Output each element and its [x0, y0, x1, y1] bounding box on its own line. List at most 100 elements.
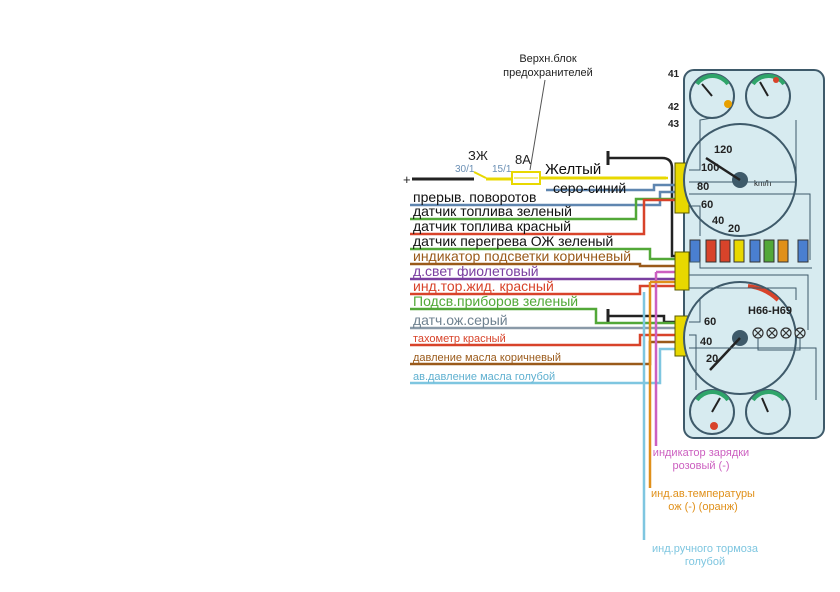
- tacho-tick-20: 20: [706, 353, 718, 365]
- wire-label-indicator-brown: индикатор подсветки коричневый: [413, 248, 631, 264]
- wire-label-turn: прерыв. поворотов: [413, 189, 536, 205]
- ground-wire-top: [608, 156, 676, 258]
- pin-label-41: 41: [668, 69, 680, 80]
- ground-wire-bottom: [608, 314, 676, 324]
- wire-grey-blue: [546, 183, 676, 192]
- tachometer-needle: [709, 337, 741, 371]
- tacho-tick-40: 40: [700, 336, 712, 348]
- wire-indicator-brown: [410, 262, 676, 268]
- lamp-blue-2: [749, 239, 761, 263]
- wire-label-tacho: тахометр красный: [413, 333, 506, 345]
- tachometer-redline: [747, 284, 780, 302]
- bulb-cross-1: [754, 329, 762, 337]
- ignition-switch-label: ЗЖ: [468, 148, 488, 163]
- wire-label-overheat: датчик перегрева ОЖ зеленый: [413, 233, 613, 249]
- temperature-gauge-needle: [711, 397, 721, 413]
- wire-label-fuel-green: датчик топлива зеленый: [413, 203, 572, 219]
- lamp-red-2: [719, 239, 731, 263]
- speed-tick-60: 60: [701, 199, 713, 211]
- lamp-blue-right: [797, 239, 809, 263]
- wire-label-coolant: датч.ож.серый: [413, 312, 508, 328]
- connector-middle: [674, 251, 690, 291]
- speed-tick-20: 20: [728, 223, 740, 235]
- charge-indicator-label-line2: розовый (-): [672, 460, 729, 472]
- pin-label-42: 42: [668, 102, 680, 113]
- wire-fuel-red: [410, 198, 676, 236]
- oil-gauge-scale: [751, 73, 786, 86]
- lamp-yellow: [733, 239, 745, 263]
- fuse-block-title-line1: Верхн.блок: [519, 53, 577, 65]
- wire-label-highbeam: д.свет фиолетовый: [413, 263, 539, 279]
- fuse-block-title-line2: предохранителей: [503, 67, 593, 79]
- coolant-temp-indicator-label-line2: ож (-) (оранж): [668, 501, 738, 513]
- internal-line-7: [689, 287, 797, 300]
- speed-tick-40: 40: [712, 215, 724, 227]
- wire-label-backlight: Подсв.приборов зеленый: [413, 293, 578, 309]
- lamp-code-label: Н66-Н69: [748, 305, 792, 317]
- bulb-cross-2: [768, 329, 776, 337]
- pin-label-43: 43: [668, 119, 680, 130]
- lamp-green: [763, 239, 775, 263]
- internal-line-8: [689, 300, 701, 323]
- bulb-cross-3: [782, 329, 790, 337]
- speedometer-needle: [705, 156, 741, 182]
- ignition-switch-contact: [473, 171, 487, 179]
- fuse-callout-line: [529, 79, 546, 171]
- voltmeter-gauge-needle: [761, 397, 769, 413]
- coolant-temp-indicator-label-line1: инд.ав.температуры: [651, 488, 755, 500]
- internal-line-1: [689, 117, 713, 171]
- lamp-orange: [777, 239, 789, 263]
- internal-line-3: [689, 193, 811, 260]
- wire-label-brake-fluid: инд.тор.жид. красный: [413, 278, 554, 294]
- contact-15-1-label: 15/1: [492, 164, 512, 175]
- internal-line-5: [689, 261, 812, 269]
- speed-tick-120: 120: [714, 144, 732, 156]
- cluster-internal-wiring: [689, 117, 817, 400]
- contact-30-1-label: 30/1: [455, 164, 475, 175]
- lamp-red-1: [705, 239, 717, 263]
- wire-label-oil-warning: ав.давление масла голубой: [413, 371, 555, 383]
- wire-label-fuel-red: датчик топлива красный: [413, 218, 571, 234]
- internal-line-11: [757, 338, 801, 351]
- wire-oil-warning-lightblue: [410, 347, 676, 385]
- voltmeter-gauge-scale: [751, 389, 786, 402]
- internal-line-9: [689, 334, 697, 390]
- handbrake-indicator-label-line1: инд.ручного тормоза: [652, 543, 759, 555]
- handbrake-indicator-label-line2: голубой: [685, 556, 725, 568]
- bulb-cross-4: [796, 329, 804, 337]
- wire-label-grey-blue: серо-синий: [553, 180, 626, 196]
- wire-label-oil-brown: давление масла коричневый: [413, 352, 561, 364]
- bottom-labels: индикатор зарядки розовый (-) инд.ав.тем…: [651, 447, 759, 568]
- fuel-gauge-needle: [701, 83, 713, 97]
- temperature-gauge-scale: [695, 389, 730, 402]
- tacho-tick-60: 60: [704, 316, 716, 328]
- temperature-gauge-red-dot: [710, 422, 718, 430]
- bulb-symbols: [752, 327, 806, 339]
- lamp-blue-left: [689, 239, 701, 263]
- speed-tick-80: 80: [697, 181, 709, 193]
- wire-charge-pink: [654, 270, 676, 446]
- fuse-section: Верхн.блок предохранителей + ЗЖ 30/1 15/…: [403, 53, 666, 187]
- fuel-gauge-scale: [695, 73, 730, 86]
- fuse-rating-label: 8А: [515, 152, 531, 167]
- speed-tick-100: 100: [701, 162, 719, 174]
- wire-labels: Желтый серо-синий прерыв. поворотов датч…: [413, 161, 631, 383]
- wire-backlight-green: [410, 307, 676, 325]
- wire-overheat-green: [410, 247, 676, 261]
- wire-brake-fluid-red: [410, 284, 676, 296]
- oil-gauge-needle: [759, 81, 769, 97]
- indicator-lamp-row: [689, 239, 809, 263]
- internal-line-6: [689, 274, 809, 330]
- fuel-gauge-dot: [724, 100, 732, 108]
- internal-line-2: [689, 120, 797, 183]
- wire-tacho-red: [410, 333, 676, 347]
- speed-unit: km/h: [754, 179, 771, 188]
- internal-line-10: [689, 347, 817, 400]
- wire-temp-orange: [648, 280, 676, 488]
- wire-paths: [410, 176, 676, 540]
- wire-label-yellow: Желтый: [545, 161, 601, 178]
- internal-line-4: [689, 205, 701, 236]
- power-plus-sign: +: [403, 172, 411, 187]
- oil-gauge-red-mark: [773, 77, 779, 83]
